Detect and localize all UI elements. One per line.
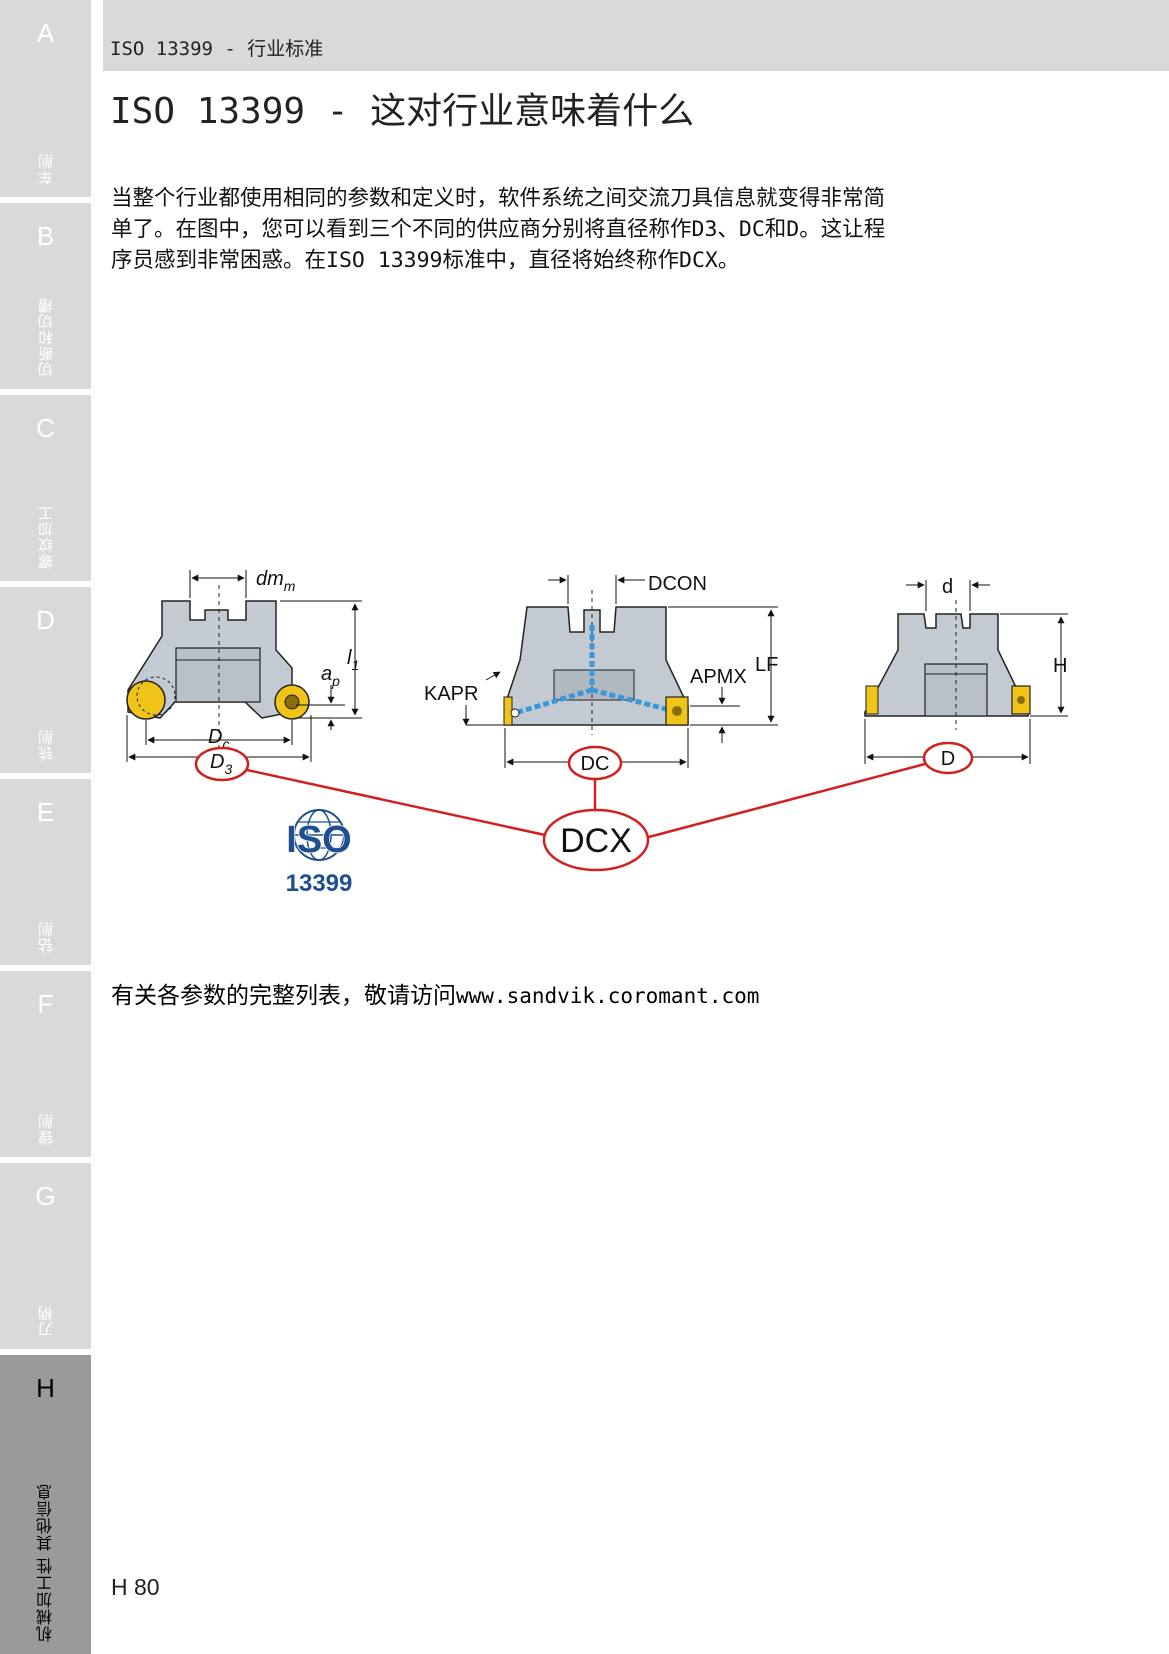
side-tab-e[interactable]: E 钻削	[0, 779, 91, 965]
dcx-connectors: DCX	[246, 762, 926, 872]
page-title: ISO 13399 - 这对行业意味着什么	[110, 91, 695, 132]
tab-letter: G	[35, 1181, 56, 1211]
tab-letter: E	[36, 797, 55, 827]
website-link[interactable]: www.sandvik.coromant.com	[456, 984, 760, 1008]
apmx-label: APMX	[690, 666, 747, 688]
tool1-drawing: dmm l1 ap Dc D3	[126, 568, 362, 782]
d3-sub: 3	[224, 761, 232, 777]
svg-text:D3: D3	[210, 751, 232, 777]
iso-13399-logo: ISO 13399	[286, 809, 353, 897]
dcon-label: DCON	[648, 573, 707, 595]
d-label: d	[942, 576, 953, 598]
dm-label: dm	[256, 568, 284, 590]
side-tab-g[interactable]: G 刀柄	[0, 1163, 91, 1349]
side-tab-h[interactable]: H 机械加工性 其他信息	[0, 1355, 91, 1654]
kapr-label: KAPR	[424, 683, 478, 705]
tool3-drawing: d H D	[864, 576, 1068, 775]
body-paragraph: 当整个行业都使用相同的参数和定义时，软件系统之间交流刀具信息就变得非常简单了。在…	[111, 186, 886, 273]
d3-label: D	[210, 751, 224, 773]
side-tab-f[interactable]: F 镗削	[0, 971, 91, 1157]
svg-text:dmm: dmm	[256, 568, 296, 594]
tab-letter: D	[36, 605, 55, 635]
dcx-label: DCX	[560, 822, 632, 860]
side-tab-a[interactable]: A 车削	[0, 0, 91, 197]
svg-text:ap: ap	[321, 663, 340, 689]
page-number: H 80	[111, 1574, 160, 1600]
lf-label: LF	[755, 654, 778, 676]
D-label: D	[941, 748, 955, 770]
dc2-label: DC	[581, 753, 610, 775]
dcx-callout	[542, 808, 650, 872]
l1-label: l	[347, 647, 352, 669]
more-info-text: 有关各参数的完整列表，敬请访问	[111, 983, 456, 1009]
svg-text:Dc: Dc	[208, 726, 229, 752]
tab-letter: F	[37, 989, 54, 1019]
l1-sub: 1	[351, 657, 359, 673]
ap-sub: p	[331, 673, 340, 689]
dm-sub: m	[284, 578, 296, 594]
header-bar	[103, 0, 1169, 71]
side-tab-b[interactable]: B 切断和切槽	[0, 203, 91, 389]
svg-text:l1: l1	[347, 647, 359, 673]
tab-letter: H	[36, 1373, 55, 1403]
breadcrumb: ISO 13399 - 行业标准	[110, 38, 324, 60]
tab-letter: B	[36, 221, 55, 251]
tool2-drawing: DCON LF APMX KAPR DC	[424, 573, 778, 781]
iso-logo-text: ISO	[286, 819, 351, 861]
d3-callout	[194, 746, 250, 782]
insert-left	[126, 680, 166, 720]
side-tab-c[interactable]: C 螺纹加工	[0, 395, 91, 581]
tab-letter: C	[36, 413, 55, 443]
iso-logo-number: 13399	[286, 870, 353, 897]
side-tab-d[interactable]: D 铣削	[0, 587, 91, 773]
dc-sub: c	[222, 736, 229, 752]
tab-letter: A	[36, 18, 55, 48]
D-callout	[922, 741, 974, 775]
h-label: H	[1053, 655, 1067, 677]
ap-label: a	[321, 663, 332, 685]
more-info-line: 有关各参数的完整列表，敬请访问www.sandvik.coromant.com	[111, 976, 759, 1010]
dc-label: D	[208, 726, 222, 748]
